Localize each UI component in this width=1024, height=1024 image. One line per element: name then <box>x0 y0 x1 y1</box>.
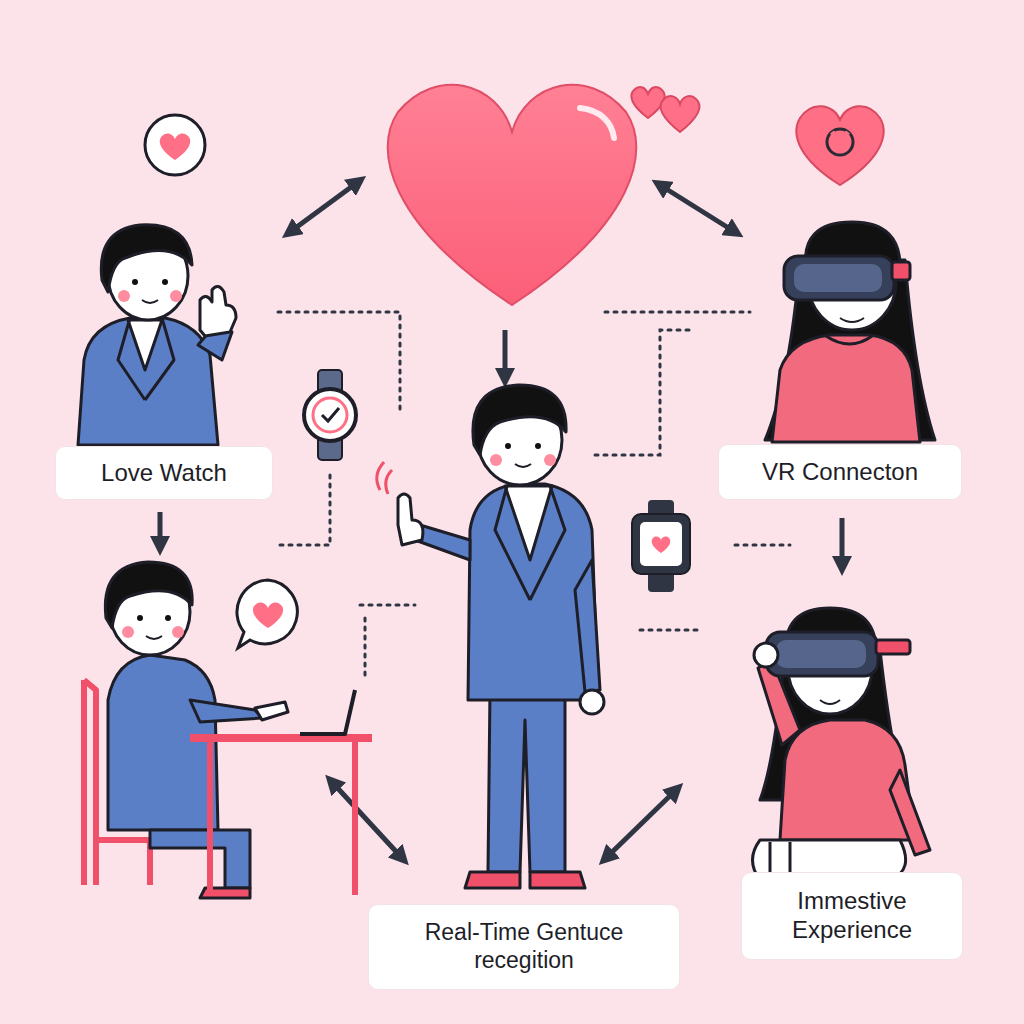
box-label: VR Connecton <box>762 458 918 487</box>
heart-speech-bubble <box>237 580 297 648</box>
smartwatch-icon <box>632 500 690 592</box>
label-box: Love Watch <box>55 446 273 500</box>
woman-vr-kneeling-figure <box>753 608 931 880</box>
big-heart <box>388 85 637 305</box>
watch-icon <box>304 370 356 460</box>
woman-vr-figure <box>765 222 935 442</box>
standing-man-figure <box>377 385 604 888</box>
box-label: Love Watch <box>101 459 227 488</box>
box-label: Real-Time Gentuce recegition <box>384 919 664 974</box>
label-box: Real-Time Gentuce recegition <box>368 904 680 990</box>
heart-bubble-icon <box>145 115 205 175</box>
man-figure <box>78 225 236 445</box>
small-hearts <box>631 87 699 132</box>
heart-pin-icon <box>796 106 883 185</box>
label-box: Immestive Experience <box>741 872 963 960</box>
box-label: Immestive Experience <box>757 887 947 945</box>
seated-man-figure <box>84 562 372 898</box>
label-box: VR Connecton <box>718 444 962 500</box>
